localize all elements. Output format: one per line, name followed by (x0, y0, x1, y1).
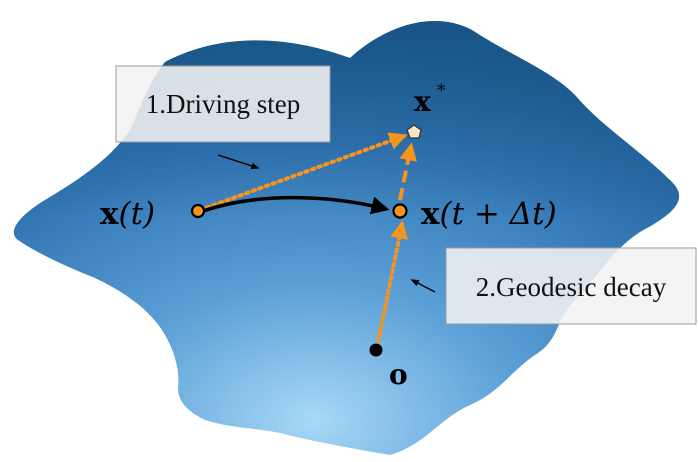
geodesic-decay-pointer (410, 279, 436, 293)
driving-step-arrow (198, 132, 408, 212)
label-origin: o (389, 358, 408, 391)
label-x-star-base: x (414, 85, 431, 118)
label-x-t-rest: (t) (118, 196, 155, 232)
geodesic-decay-box: 2.Geodesic decay (445, 247, 697, 325)
label-x-t-bold: x (100, 196, 119, 232)
geodesic-path-arrow (202, 195, 390, 215)
point-x-t (190, 203, 206, 219)
driving-step-label: 1.Driving step (146, 89, 301, 119)
label-x-next-rest: (t + Δt) (439, 196, 556, 232)
driving-step-pointer (217, 154, 260, 170)
point-origin (369, 343, 383, 357)
geodesic-decay-label: 2.Geodesic decay (476, 272, 667, 302)
decay-to-target-arrow (398, 142, 417, 201)
point-x-star (406, 124, 422, 139)
point-x-next (392, 203, 408, 219)
driving-step-box: 1.Driving step (115, 65, 331, 143)
label-x-t: x(t) (100, 196, 155, 232)
label-x-star-sup: * (437, 81, 446, 101)
label-x-next-bold: x (421, 196, 440, 232)
label-x-star: x (414, 85, 431, 118)
label-x-next: x(t + Δt) (421, 196, 557, 232)
origin-to-next-arrow (375, 220, 408, 350)
manifold-surface (13, 21, 680, 455)
